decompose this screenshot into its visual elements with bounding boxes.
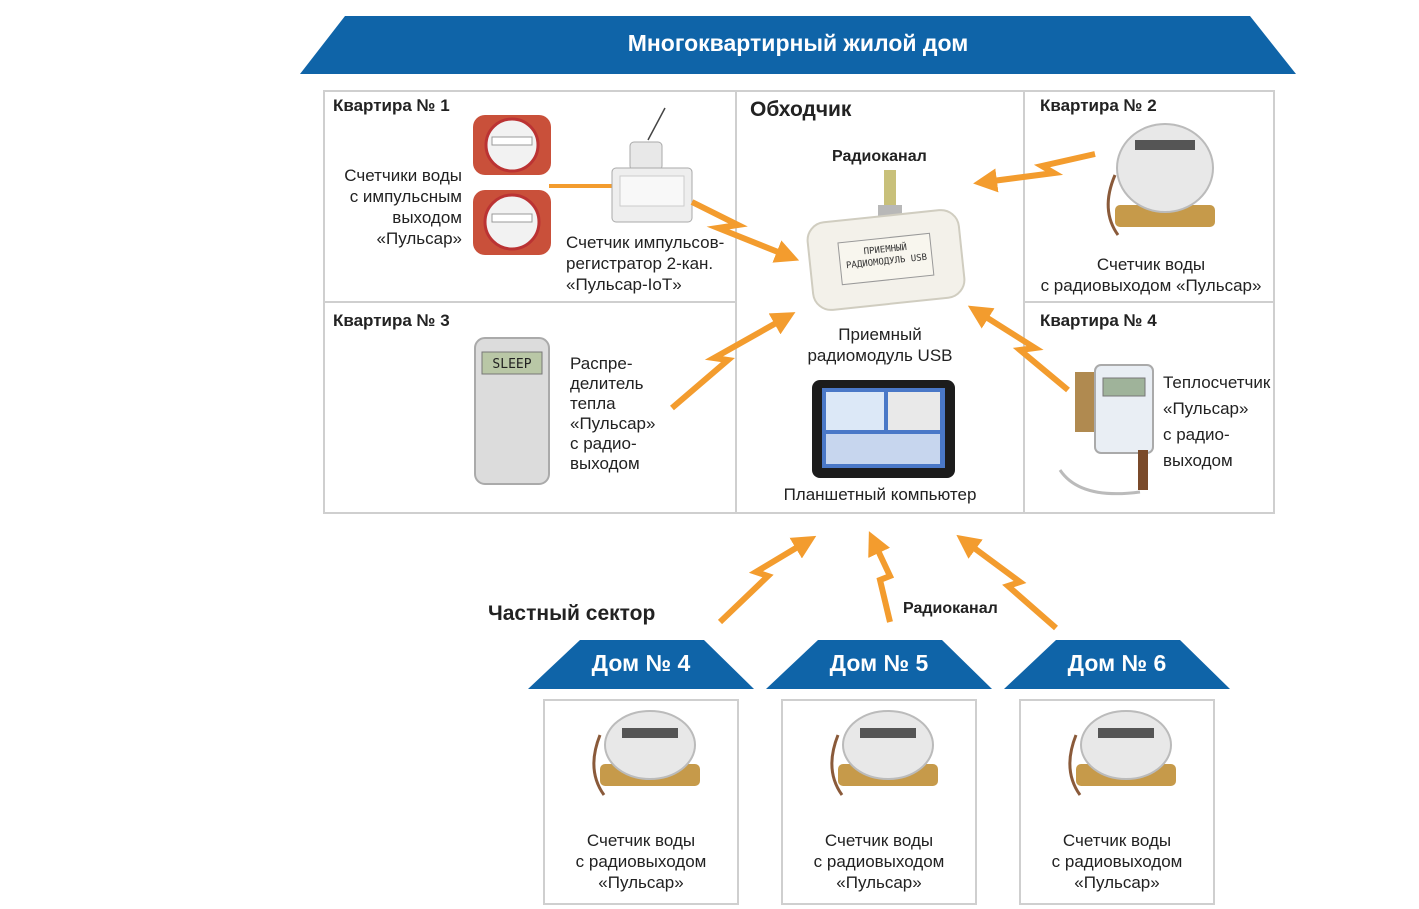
apt1-meter-label: Счетчики воды с импульсным выходом «Пуль… <box>320 165 462 249</box>
apt1-meter-label-line-2: с импульсным <box>349 187 462 206</box>
apt1-meter-label-line-1: Счетчики воды <box>344 166 462 185</box>
house-5-title: Дом № 5 <box>829 650 929 676</box>
apartment-1-title: Квартира № 1 <box>333 96 450 115</box>
house-5-meter-label: Счетчик воды с радиовыходом «Пульсар» <box>781 830 977 893</box>
collector-title: Обходчик <box>750 98 852 121</box>
radio-channel-label-top: Радиоканал <box>832 148 927 165</box>
distributor-screen-text: SLEEP <box>492 357 531 372</box>
apt3-label-line-4: «Пульсар» <box>570 414 656 433</box>
apt1-meter-label-line-4: «Пульсар» <box>376 229 462 248</box>
apt3-label-line-1: Распре- <box>570 354 633 373</box>
private-sector-title: Частный сектор <box>488 602 656 625</box>
apt1-register-label-line-2: регистратор 2-кан. <box>566 254 714 273</box>
pulse-register-icon <box>611 107 693 223</box>
usb-module-label-line-2: радиомодуль USB <box>807 346 953 365</box>
apt2-meter-label-line-2: с радиовыходом «Пульсар» <box>1040 276 1262 295</box>
house-4-label-line-1: Счетчик воды <box>586 831 696 850</box>
house-4-title: Дом № 4 <box>591 650 691 676</box>
house-6-label-line-2: с радиовыходом <box>1051 852 1183 871</box>
apt2-meter-label: Счетчик воды с радиовыходом «Пульсар» <box>1026 254 1276 296</box>
radio-water-meter-apt2-icon <box>1106 123 1215 236</box>
apt1-register-label: Счетчик импульсов- регистратор 2-кан. «П… <box>566 232 724 295</box>
apt3-label-line-6: выходом <box>570 454 640 473</box>
pulse-water-meter-icon <box>473 115 551 255</box>
heat-distributor-icon: SLEEP <box>474 337 550 485</box>
house-4-label-line-2: с радиовыходом <box>575 852 707 871</box>
apt4-label-line-1: Теплосчетчик <box>1163 373 1271 392</box>
tablet-label: Планшетный компьютер <box>783 485 977 504</box>
apt1-register-label-line-1: Счетчик импульсов- <box>566 233 725 252</box>
usb-module-label: Приемный радиомодуль USB <box>780 324 980 366</box>
house-5-label-line-3: «Пульсар» <box>836 873 922 892</box>
apartment-2-title: Квартира № 2 <box>1040 96 1157 115</box>
house-6-title: Дом № 6 <box>1067 650 1167 676</box>
house-4-label-line-3: «Пульсар» <box>598 873 684 892</box>
apt3-label-line-3: тепла <box>570 394 616 413</box>
house-5-label-line-1: Счетчик воды <box>824 831 934 850</box>
house-4-meter-label: Счетчик воды с радиовыходом «Пульсар» <box>543 830 739 893</box>
house-6-label-line-3: «Пульсар» <box>1074 873 1160 892</box>
apt3-distributor-label: Распре- делитель тепла «Пульсар» с радио… <box>570 354 655 474</box>
apt4-label-line-3: с радио- <box>1163 425 1230 444</box>
apt4-label-line-4: выходом <box>1163 451 1233 470</box>
heat-meter-icon <box>1058 364 1154 496</box>
apartment-3-title: Квартира № 3 <box>333 311 450 330</box>
house-6-meter-label: Счетчик воды с радиовыходом «Пульсар» <box>1019 830 1215 893</box>
house-5-label-line-2: с радиовыходом <box>813 852 945 871</box>
apt1-meter-label-line-3: выходом <box>392 208 462 227</box>
apt4-label-line-2: «Пульсар» <box>1163 399 1249 418</box>
apt3-label-line-2: делитель <box>570 374 644 393</box>
radio-channel-label-bottom: Радиоканал <box>903 600 998 617</box>
apt2-meter-label-line-1: Счетчик воды <box>1096 255 1206 274</box>
apt3-label-line-5: с радио- <box>570 434 637 453</box>
house-6-label-line-1: Счетчик воды <box>1062 831 1172 850</box>
usb-module-label-line-1: Приемный <box>838 325 922 344</box>
building-title: Многоквартирный жилой дом <box>627 30 969 56</box>
apt1-register-label-line-3: «Пульсар-IoT» <box>566 275 682 294</box>
tablet-icon <box>812 380 955 478</box>
usb-radio-module-icon <box>806 170 966 311</box>
apt4-heatmeter-label: Теплосчетчик «Пульсар» с радио- выходом <box>1163 370 1270 474</box>
